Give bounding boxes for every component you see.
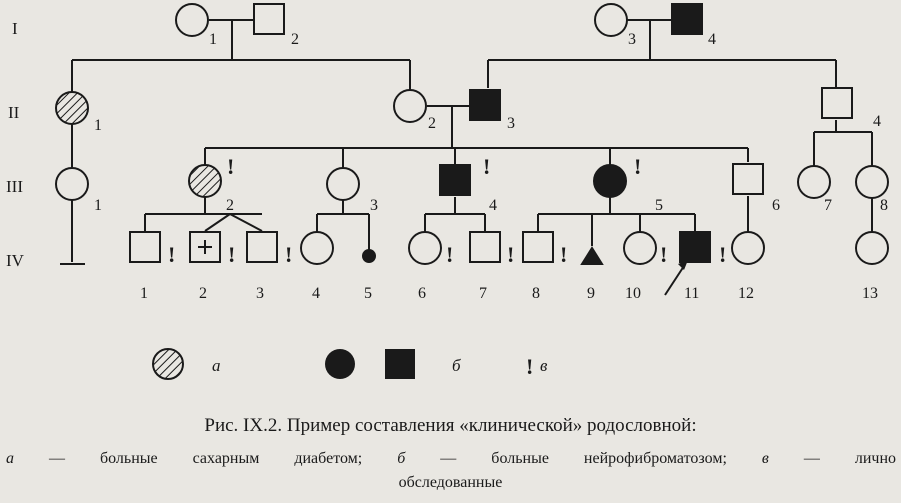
female-II-2 (393, 89, 427, 123)
label-IV-2: 2 (199, 285, 207, 302)
label-I-3: 3 (628, 31, 636, 48)
caption-text-b: — больные нейрофиброматозом; (405, 450, 762, 467)
caption-text-v: — лично (768, 450, 897, 467)
label-II-4: 4 (873, 113, 881, 130)
male-I-2 (253, 3, 285, 35)
examined-mark-IV-8: ! (560, 242, 567, 267)
label-II-2: 2 (428, 115, 436, 132)
male-II-4 (821, 87, 853, 119)
label-IV-1: 1 (140, 285, 148, 302)
female-III-7 (797, 165, 831, 199)
label-IV-7: 7 (479, 285, 487, 302)
female-IV-13 (855, 231, 889, 265)
label-II-3: 3 (507, 115, 515, 132)
examined-mark-III-4: ! (483, 154, 490, 179)
female-IV-10 (623, 231, 657, 265)
gen-label-II: II (8, 103, 20, 122)
label-II-1: 1 (94, 117, 102, 134)
male-IV-7 (469, 231, 501, 263)
legend-diabetes-icon (152, 348, 184, 380)
label-IV-13: 13 (862, 285, 878, 302)
female-IV-6 (408, 231, 442, 265)
female-III-8 (855, 165, 889, 199)
label-I-4: 4 (708, 31, 716, 48)
caption-text-a: — больные сахарным диабетом; (14, 450, 398, 467)
individuals (55, 3, 889, 265)
examined-mark-III-2: ! (227, 154, 234, 179)
label-IV-8: 8 (532, 285, 540, 302)
caption-key-b: б (397, 450, 406, 467)
miscarriage-IV-5 (362, 249, 376, 263)
gen-label-I: I (12, 19, 18, 38)
caption-key-v: в (761, 450, 769, 467)
female-III-2-diabetes (188, 164, 222, 198)
legend-nf-male-icon (385, 349, 415, 379)
male-IV-8 (522, 231, 554, 263)
label-IV-4: 4 (312, 285, 320, 302)
female-III-5-affected (593, 164, 627, 198)
examined-mark-IV-1: ! (168, 242, 175, 267)
label-IV-11: 11 (684, 285, 699, 302)
caption-key-a: а (6, 450, 14, 467)
examined-mark-IV-2: ! (228, 242, 235, 267)
examined-mark-IV-10: ! (660, 242, 667, 267)
gen-label-III: III (6, 177, 23, 196)
figure-caption-title: Рис. IX.2. Пример составления «клиническ… (204, 415, 697, 436)
legend-nf-female-icon (325, 349, 355, 379)
female-III-1 (55, 167, 89, 201)
label-III-2: 2 (226, 197, 234, 214)
female-IV-4 (300, 231, 334, 265)
male-III-4-affected (439, 164, 471, 196)
label-IV-9: 9 (587, 285, 595, 302)
examined-mark-IV-11: ! (719, 242, 726, 267)
examined-mark-III-5: ! (634, 154, 641, 179)
female-IV-12 (731, 231, 765, 265)
male-IV-3 (246, 231, 278, 263)
label-I-2: 2 (291, 31, 299, 48)
label-III-1: 1 (94, 197, 102, 214)
legend-examined-icon: ! (526, 354, 533, 379)
gen-label-IV: IV (6, 251, 25, 270)
female-I-3 (594, 3, 628, 37)
label-IV-6: 6 (418, 285, 426, 302)
abortion-IV-9 (580, 246, 604, 265)
legend: а б ! в (152, 348, 548, 380)
legend-label-b: б (452, 356, 461, 375)
deceased-cross-icon (198, 240, 212, 254)
label-I-1: 1 (209, 31, 217, 48)
male-III-6 (732, 163, 764, 195)
female-I-1 (175, 3, 209, 37)
male-IV-1 (129, 231, 161, 263)
label-IV-12: 12 (738, 285, 754, 302)
female-III-3 (326, 167, 360, 201)
female-II-1-diabetes (55, 91, 89, 125)
legend-label-a: а (212, 356, 221, 375)
figure-caption-legend: а — больные сахарным диабетом; б — больн… (6, 450, 896, 468)
label-III-5: 5 (655, 197, 663, 214)
examined-mark-IV-6: ! (446, 242, 453, 267)
label-III-8: 8 (880, 197, 888, 214)
label-IV-5: 5 (364, 285, 372, 302)
figure-caption-continued: обследованные (398, 474, 503, 491)
label-III-4: 4 (489, 197, 497, 214)
label-III-7: 7 (824, 197, 832, 214)
label-III-3: 3 (370, 197, 378, 214)
label-IV-10: 10 (625, 285, 641, 302)
examined-mark-IV-3: ! (285, 242, 292, 267)
legend-label-v: в (540, 356, 548, 375)
pedigree-lines (60, 19, 873, 296)
pedigree-chart: I II III IV 1 2 3 4 1 2 3 4 1 2 3 4 5 6 … (6, 3, 889, 380)
examined-mark-IV-7: ! (507, 242, 514, 267)
label-IV-3: 3 (256, 285, 264, 302)
male-IV-11-proband (679, 231, 711, 263)
male-I-4-affected (671, 3, 703, 35)
male-II-3-affected (469, 89, 501, 121)
label-III-6: 6 (772, 197, 780, 214)
